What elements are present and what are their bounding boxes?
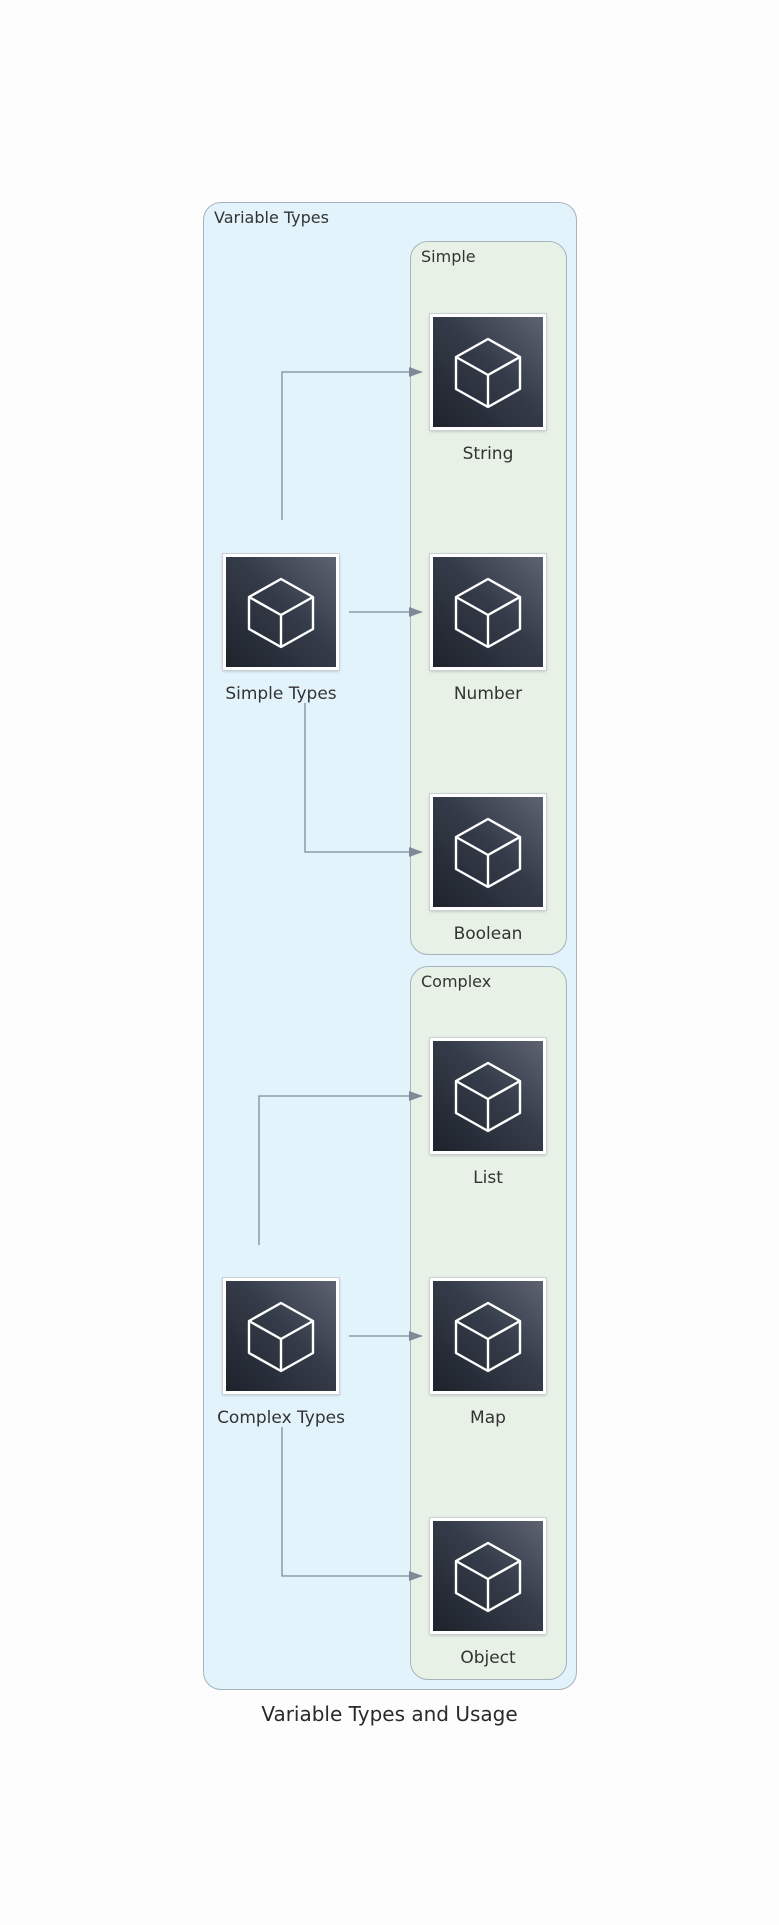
node-label: Object	[460, 1648, 516, 1668]
node-number[interactable]: Number	[430, 554, 546, 714]
node-simple-types[interactable]: Simple Types	[223, 554, 339, 714]
node-label: Complex Types	[217, 1408, 345, 1428]
group-label-variable-types: Variable Types	[214, 208, 329, 227]
cube-icon	[430, 1038, 546, 1154]
group-label-complex: Complex	[421, 972, 492, 991]
node-string[interactable]: String	[430, 314, 546, 474]
group-label-simple: Simple	[421, 247, 476, 266]
cube-icon	[223, 554, 339, 670]
node-label: List	[473, 1168, 503, 1188]
node-map[interactable]: Map	[430, 1278, 546, 1438]
diagram-caption: Variable Types and Usage	[261, 1702, 518, 1726]
node-label: Simple Types	[225, 684, 337, 704]
node-list[interactable]: List	[430, 1038, 546, 1198]
node-label: Boolean	[453, 924, 523, 944]
cube-icon	[430, 554, 546, 670]
node-label: Number	[453, 684, 523, 704]
cube-icon	[223, 1278, 339, 1394]
node-label: String	[462, 444, 514, 464]
cube-icon	[430, 794, 546, 910]
cube-icon	[430, 314, 546, 430]
node-object[interactable]: Object	[430, 1518, 546, 1678]
cube-icon	[430, 1278, 546, 1394]
node-label: Map	[470, 1408, 506, 1428]
node-boolean[interactable]: Boolean	[430, 794, 546, 954]
node-complex-types[interactable]: Complex Types	[217, 1278, 345, 1438]
cube-icon	[430, 1518, 546, 1634]
